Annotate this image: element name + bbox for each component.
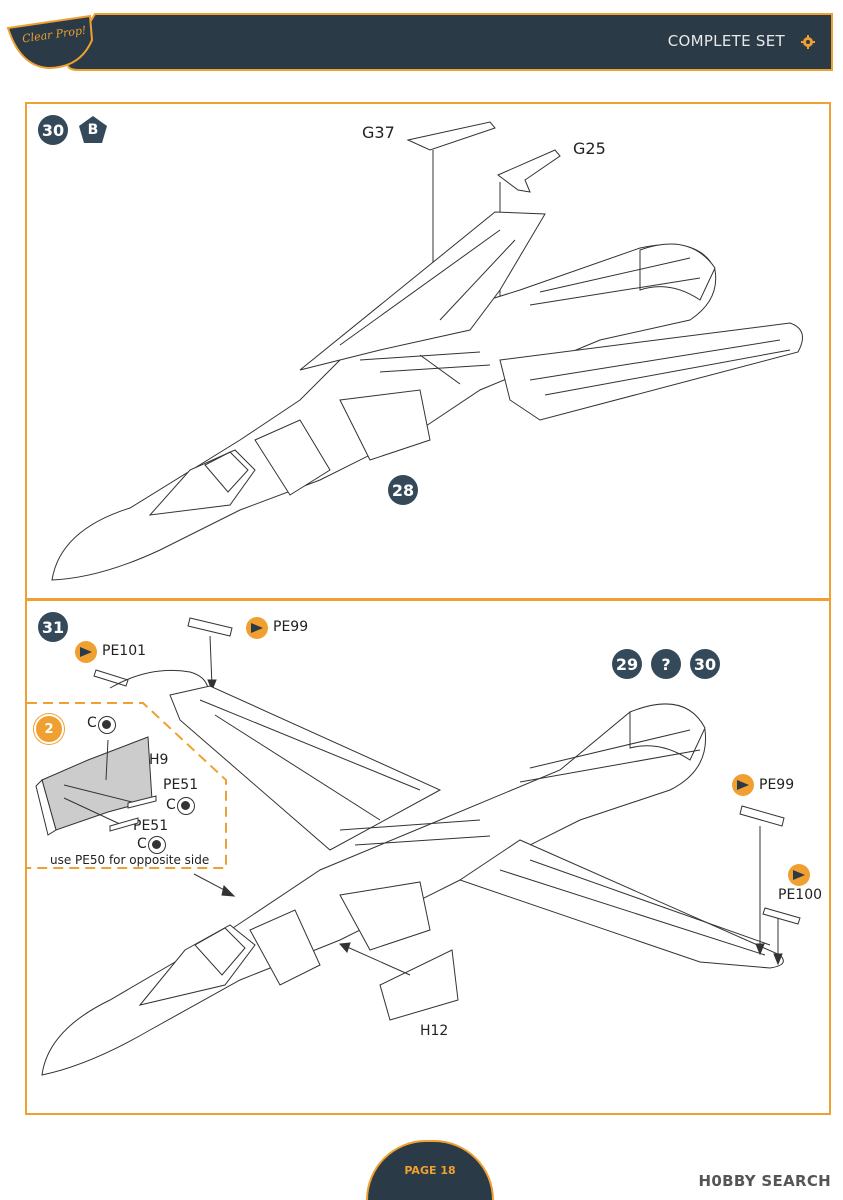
step-number-31: 31 [38,612,68,642]
photo-etch-icon [732,774,754,796]
photo-etch-icon [246,617,268,639]
part-label-pe51-a: PE51 [163,777,199,793]
part-label-c: C [137,836,147,852]
gear-icon [801,35,815,49]
photo-etch-icon [788,864,810,886]
sprue-c-icon [177,797,195,815]
ref-step-30: 30 [690,649,720,679]
part-label-pe100: PE100 [778,887,823,903]
part-label-c: C [87,715,97,731]
part-label-pe51-b: PE51 [133,818,169,834]
variant-badge-label: B [87,122,99,138]
ref-step-29: 29 [612,649,642,679]
page-number: PAGE 18 [404,1164,456,1177]
part-label-h9: H9 [149,752,169,768]
page-number-tab: PAGE 18 [366,1140,494,1200]
sub-step-number: 2 [34,714,64,744]
ref-step-unknown: ? [651,649,681,679]
page-header: Clear Prop! COMPLETE SET [0,0,843,72]
step-number-30: 30 [38,115,68,145]
part-label-g37: G37 [362,123,395,142]
part-label-c: C [166,797,176,813]
part-label-pe99-top: PE99 [273,619,309,635]
page-title: COMPLETE SET [667,32,785,50]
opposite-side-note: use PE50 for opposite side [50,853,210,867]
sprue-c-icon [148,836,166,854]
part-label-pe99-right: PE99 [759,777,795,793]
photo-etch-icon [75,641,97,663]
ref-step-28: 28 [388,475,418,505]
step-31-panel [25,599,831,1115]
part-label-g25: G25 [573,139,606,158]
variant-b-badge: B [78,115,108,145]
watermark: H0BBY SEARCH [698,1172,831,1190]
part-label-pe101: PE101 [102,643,147,659]
sprue-c-icon [98,716,116,734]
part-label-h12: H12 [420,1023,449,1039]
